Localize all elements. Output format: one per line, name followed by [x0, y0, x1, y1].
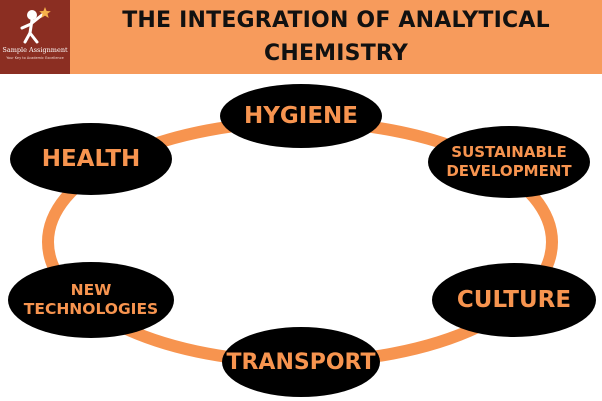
node-label-new-technologies: NEW TECHNOLOGIES: [23, 281, 159, 318]
node-hygiene: HYGIENE: [220, 84, 382, 148]
page-title-line-2: CHEMISTRY: [264, 41, 408, 66]
logo: Sample Assignment Your Key to Academic E…: [0, 0, 70, 74]
node-label-health: HEALTH: [41, 146, 141, 172]
node-new-technologies: NEW TECHNOLOGIES: [8, 262, 174, 338]
node-health: HEALTH: [10, 123, 172, 195]
node-label-culture: CULTURE: [456, 287, 572, 313]
node-transport: TRANSPORT: [222, 327, 380, 397]
figure-holding-star-icon: [20, 7, 51, 44]
node-sustainable-development: SUSTAINABLE DEVELOPMENT: [428, 126, 590, 198]
page-title-line-1: THE INTEGRATION OF ANALYTICAL: [122, 8, 550, 33]
node-label-hygiene: HYGIENE: [243, 103, 358, 129]
logo-name: Sample Assignment: [2, 46, 68, 54]
node-label-sustainable-development: SUSTAINABLE DEVELOPMENT: [446, 143, 572, 180]
node-label-transport: TRANSPORT: [226, 349, 376, 375]
logo-tagline: Your Key to Academic Excellence: [6, 56, 64, 60]
node-culture: CULTURE: [432, 263, 596, 337]
title-banner: THE INTEGRATION OF ANALYTICAL CHEMISTRY: [70, 0, 602, 74]
